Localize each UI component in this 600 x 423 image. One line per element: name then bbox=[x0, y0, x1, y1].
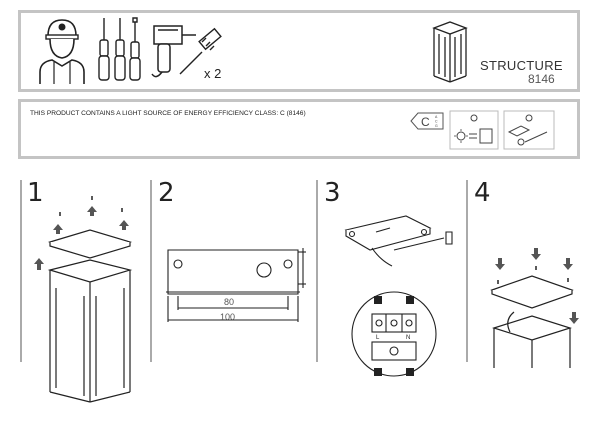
disassembly-icon bbox=[503, 110, 555, 150]
energy-scale-bottom: G bbox=[435, 124, 438, 128]
drill-icon bbox=[151, 25, 196, 78]
step-3-number: 3 bbox=[324, 178, 341, 208]
product-code: 8146 bbox=[528, 72, 555, 86]
up-arrows bbox=[34, 206, 129, 270]
step4-separator bbox=[466, 180, 468, 362]
step2-separator bbox=[150, 180, 152, 362]
down-arrows bbox=[495, 248, 579, 324]
energy-scale-top: A bbox=[435, 115, 438, 119]
screw-anchor-icon bbox=[179, 27, 222, 75]
product-title: STRUCTURE bbox=[480, 58, 563, 73]
screwdriver-icon bbox=[98, 17, 141, 81]
tools-panel bbox=[18, 10, 580, 92]
light-switch-icon bbox=[449, 110, 499, 150]
terminal-label-l: L bbox=[376, 335, 380, 341]
step-1-number: 1 bbox=[27, 178, 44, 208]
installer-icon bbox=[39, 19, 85, 84]
step1-illustration bbox=[34, 196, 133, 403]
lamp-structure-icon bbox=[432, 21, 468, 83]
energy-statement: THIS PRODUCT CONTAINS A LIGHT SOURCE OF … bbox=[30, 110, 306, 117]
step-4-number: 4 bbox=[474, 178, 491, 208]
step4-illustration bbox=[490, 248, 579, 368]
step1-separator bbox=[20, 180, 22, 362]
step3-separator bbox=[316, 180, 318, 362]
step-2-number: 2 bbox=[158, 178, 175, 208]
energy-class-letter: C bbox=[421, 115, 430, 129]
step3-illustration: L N bbox=[344, 215, 453, 377]
dimension-outer: 100 bbox=[220, 312, 236, 322]
step2-illustration bbox=[166, 248, 306, 322]
energy-label-icon: C A C G bbox=[410, 112, 444, 130]
quantity-label: x 2 bbox=[204, 66, 222, 81]
energy-scale-middle: C bbox=[435, 120, 438, 124]
terminal-label-n: N bbox=[406, 335, 410, 341]
dimension-inner: 80 bbox=[224, 297, 235, 307]
